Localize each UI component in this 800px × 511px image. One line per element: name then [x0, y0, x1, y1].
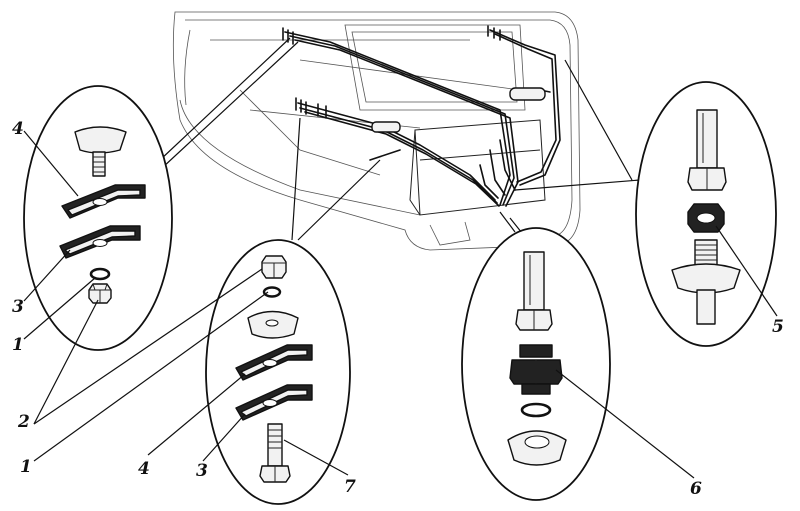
detail-ellipse-center — [205, 239, 351, 505]
callout-labels: 4 3 1 2 1 4 3 7 6 5 — [12, 119, 784, 499]
detail-ellipse-fitting — [461, 227, 611, 501]
callout-4-left: 4 — [12, 119, 24, 139]
cabin-frame-outline — [172, 11, 581, 251]
pipe-union-nut-icon — [687, 109, 727, 191]
callout-4-center: 4 — [138, 459, 150, 479]
pipe-union-nut-icon — [515, 251, 553, 331]
clamp-bracket-lower-icon — [235, 384, 313, 421]
callout-2: 2 — [17, 412, 30, 432]
callout-leader-lines — [23, 130, 778, 479]
hex-nut-icon — [687, 203, 725, 233]
hex-nut-icon — [88, 283, 112, 304]
o-ring-icon — [520, 402, 552, 418]
brake-pipe-lines — [282, 25, 561, 207]
clamp-bracket-lower-icon — [59, 225, 141, 259]
clamp-bracket-upper-icon — [61, 184, 146, 219]
seal-plate-icon — [247, 310, 299, 339]
clamp-bracket-upper-icon — [235, 344, 313, 381]
callout-1-center: 1 — [20, 457, 32, 477]
detail-connector-lines — [159, 37, 641, 241]
callout-3-left: 3 — [12, 297, 24, 317]
callout-1-left: 1 — [12, 335, 24, 355]
threaded-boss-icon — [507, 430, 567, 466]
callout-5: 5 — [772, 317, 784, 337]
hex-nut-icon — [261, 255, 287, 279]
washer-icon — [262, 286, 282, 298]
callout-3-center: 3 — [196, 461, 208, 481]
threaded-stud-plate-icon — [671, 239, 741, 325]
washer-icon — [89, 267, 111, 281]
callout-6: 6 — [690, 479, 702, 499]
detail-ellipse-left — [23, 85, 173, 351]
callout-7: 7 — [344, 477, 356, 497]
plate-stud-icon — [74, 126, 127, 177]
bolt-icon — [259, 423, 291, 483]
threaded-fitting-icon — [509, 344, 563, 395]
detail-ellipse-right — [635, 81, 777, 347]
